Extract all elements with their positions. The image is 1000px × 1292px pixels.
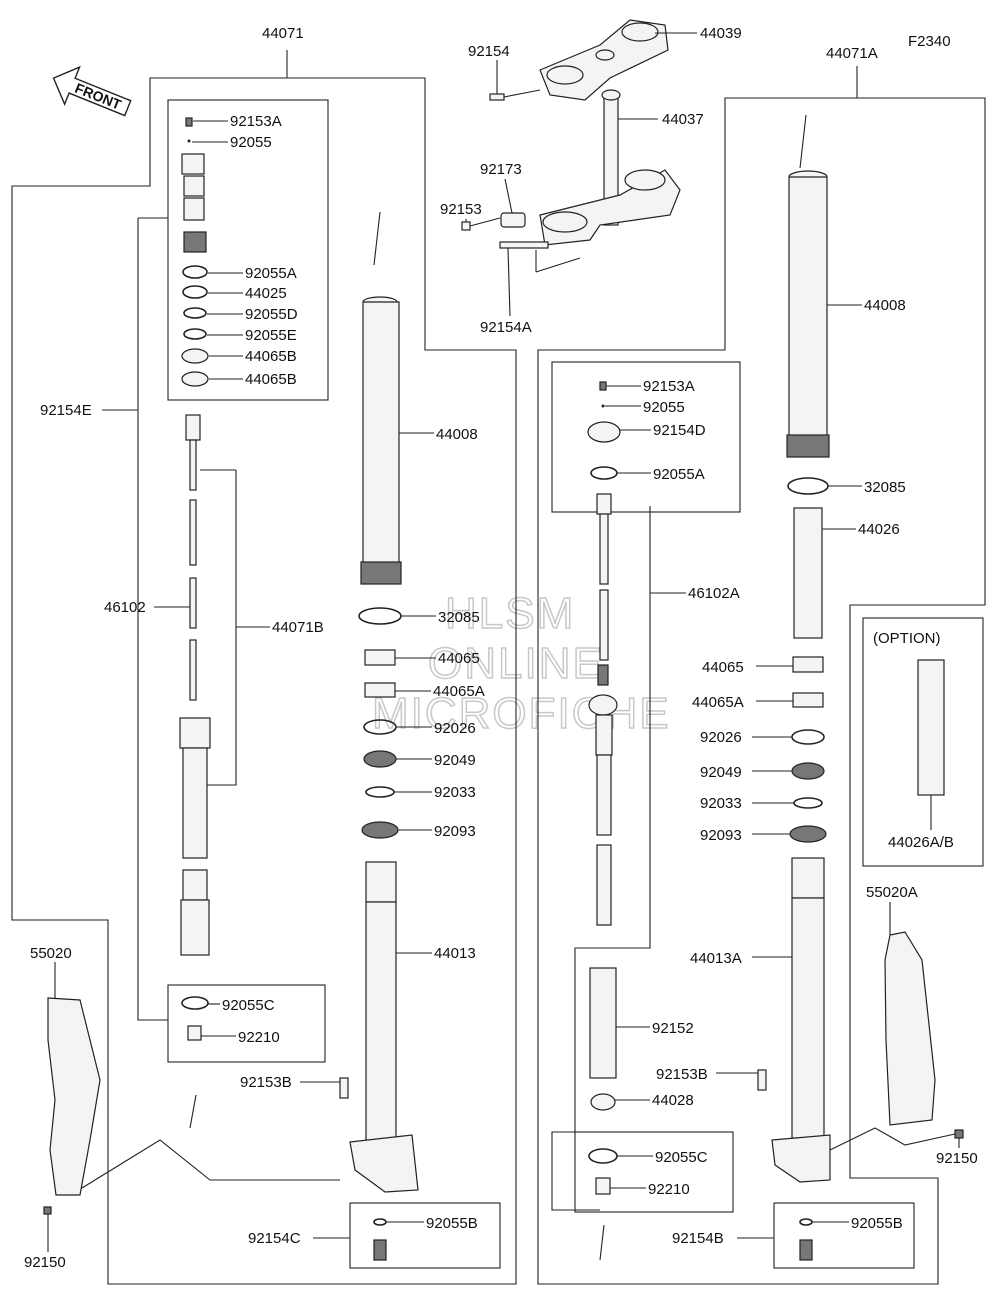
label-92153A-left: 92153A	[230, 113, 282, 130]
label-44008-right: 44008	[864, 297, 906, 314]
svg-text:MICROFICHE: MICROFICHE	[372, 689, 671, 738]
fork-guard-55020	[43, 997, 340, 1215]
label-92150-right: 92150	[936, 1150, 978, 1167]
inner-tube-44013A	[757, 857, 831, 1183]
label-92093-right: 92093	[700, 827, 742, 844]
front-arrow-icon: FRONT	[52, 65, 132, 117]
damper-cap-parts	[181, 117, 207, 253]
label-92153A-mid: 92153A	[643, 378, 695, 395]
damper-rod-46102A	[588, 493, 618, 926]
label-44065-left: 44065	[438, 650, 480, 667]
label-92210-mid: 92210	[648, 1181, 690, 1198]
label-92154C: 92154C	[248, 1230, 301, 1247]
label-92055-left: 92055	[230, 134, 272, 151]
upper-triple-clamp	[489, 19, 669, 101]
steering-stem	[601, 89, 621, 226]
label-92173: 92173	[480, 161, 522, 178]
label-92152: 92152	[652, 1020, 694, 1037]
diagram-code: F2340	[908, 33, 951, 50]
watermark: HLSM ONLINE MICROFICHE	[371, 588, 671, 739]
label-44071A: 44071A	[826, 45, 878, 62]
label-46102: 46102	[104, 599, 146, 616]
label-44008-left: 44008	[436, 426, 478, 443]
svg-text:HLSM: HLSM	[445, 589, 575, 638]
right-assembly-frame	[537, 66, 986, 1285]
label-92033-left: 92033	[434, 784, 476, 801]
labels-middle: 92153A 92055 92154D 92055A 46102A 92152 …	[605, 378, 740, 1198]
label-44065A-left: 44065A	[433, 683, 485, 700]
label-92154B: 92154B	[672, 1230, 724, 1247]
label-92154-top: 92154	[468, 43, 510, 60]
label-92055C-mid: 92055C	[655, 1149, 708, 1166]
label-44026AB: 44026A/B	[888, 834, 954, 851]
label-92150-left: 92150	[24, 1254, 66, 1271]
label-44037: 44037	[662, 111, 704, 128]
label-92049-left: 92049	[434, 752, 476, 769]
label-92055-mid: 92055	[643, 399, 685, 416]
labels-left-tube: 44008 32085 44065 44065A 92026 92049 920…	[24, 426, 485, 1271]
label-44039: 44039	[700, 25, 742, 42]
right-spring-44026	[787, 477, 829, 639]
left-lower-small-parts	[181, 996, 209, 1129]
left-axle-small-parts	[373, 1218, 387, 1261]
label-44065-right: 44065	[702, 659, 744, 676]
inner-tube-44013	[339, 861, 419, 1193]
front-label: FRONT	[73, 80, 124, 113]
label-92026-left: 92026	[434, 720, 476, 737]
label-44071: 44071	[262, 25, 304, 42]
label-92049-right: 92049	[700, 764, 742, 781]
label-92154A: 92154A	[480, 319, 532, 336]
label-46102A: 46102A	[688, 585, 740, 602]
labels-right: 44008 32085 44026 44065 44065A 92026 920…	[656, 297, 978, 1247]
labels-left-box: 92153A 92055 92055A 44025 92055D 92055E …	[40, 113, 324, 1046]
outer-tube-44008-left	[360, 211, 402, 585]
label-92055E: 92055E	[245, 327, 297, 344]
lower-triple-clamp	[461, 169, 681, 273]
label-55020A: 55020A	[866, 884, 918, 901]
damper-rod-46102	[185, 414, 201, 701]
right-axle-small-parts	[799, 1218, 813, 1261]
svg-text:ONLINE: ONLINE	[428, 639, 604, 688]
label-44065A-right: 44065A	[692, 694, 744, 711]
label-32085-left: 32085	[438, 609, 480, 626]
middle-lower-parts	[588, 967, 618, 1261]
label-92055A-mid: 92055A	[653, 466, 705, 483]
label-92153B-right: 92153B	[656, 1066, 708, 1083]
seal-rings-left-box	[181, 265, 209, 387]
label-92055D: 92055D	[245, 306, 298, 323]
cartridge-44071B	[179, 717, 211, 956]
label-32085-right: 32085	[864, 479, 906, 496]
left-assembly-frame	[11, 50, 517, 1285]
label-92154D: 92154D	[653, 422, 706, 439]
label-92154E: 92154E	[40, 402, 92, 419]
label-92026-right: 92026	[700, 729, 742, 746]
label-44065B-2: 44065B	[245, 371, 297, 388]
label-92055A-left: 92055A	[245, 265, 297, 282]
label-44013A: 44013A	[690, 950, 742, 967]
middle-cap-parts	[587, 381, 621, 480]
label-92153-top: 92153	[440, 201, 482, 218]
outer-tube-44008-right	[786, 114, 830, 458]
label-92093-left: 92093	[434, 823, 476, 840]
label-44025: 44025	[245, 285, 287, 302]
label-44028: 44028	[652, 1092, 694, 1109]
label-92055B-left: 92055B	[426, 1215, 478, 1232]
label-44013: 44013	[434, 945, 476, 962]
option-label: (OPTION)	[873, 630, 941, 647]
label-92055B-right: 92055B	[851, 1215, 903, 1232]
label-92153B-left: 92153B	[240, 1074, 292, 1091]
fork-guard-55020A	[829, 931, 964, 1151]
label-44071B: 44071B	[272, 619, 324, 636]
label-44026: 44026	[858, 521, 900, 538]
label-92033-right: 92033	[700, 795, 742, 812]
label-44065B-1: 44065B	[245, 348, 297, 365]
label-55020: 55020	[30, 945, 72, 962]
label-92055C-left: 92055C	[222, 997, 275, 1014]
right-seal-stack	[789, 656, 827, 843]
labels-top: 44071 44071A 44039 44037 92154 92173 921…	[262, 25, 878, 336]
option-spring-44026AB	[917, 659, 945, 796]
label-92210-left: 92210	[238, 1029, 280, 1046]
